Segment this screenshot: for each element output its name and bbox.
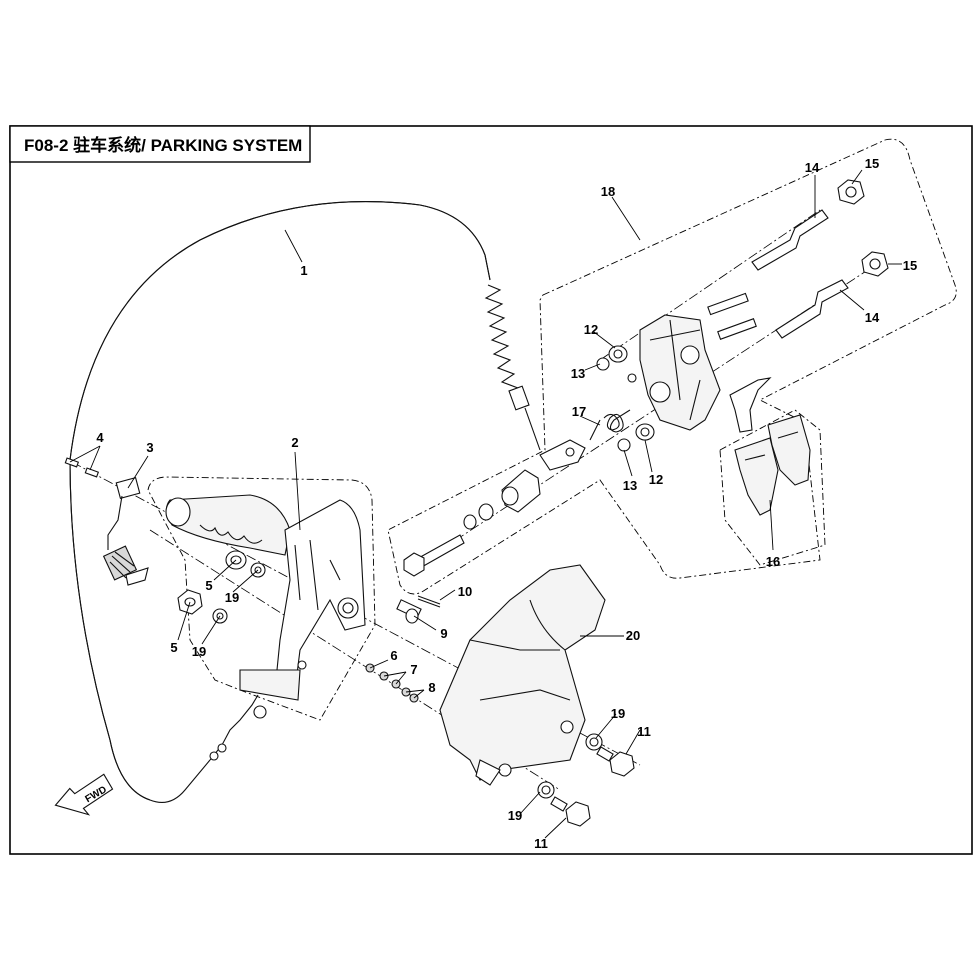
cable-spring: [484, 284, 519, 389]
callout-2: 2: [291, 435, 298, 450]
callout-14-lower: 14: [865, 310, 880, 325]
group-outline-16: [719, 409, 826, 566]
piston-seals: [463, 503, 494, 530]
callout-1: 1: [300, 263, 307, 278]
bushing-12-lower: [635, 423, 655, 441]
callout-19-bolt-lower: 19: [508, 808, 522, 823]
callout-11-upper: 11: [637, 724, 651, 739]
callout-13-upper: 13: [571, 366, 585, 381]
callout-numbers: 1 2 3 4 5 5 6 7 8 9 10 11 11 12 12 13 13…: [96, 156, 917, 851]
dust-cap-15-lower: [861, 251, 889, 277]
brake-pads: [734, 414, 811, 516]
callout-5-upper: 5: [205, 578, 212, 593]
caliper-slide-pins: [707, 292, 757, 340]
dust-cap-15-upper: [837, 179, 865, 205]
callout-18: 18: [601, 184, 615, 199]
callout-17: 17: [572, 404, 586, 419]
callout-19-upper: 19: [225, 590, 239, 605]
actuator-piston: [501, 469, 541, 513]
callout-5-lower: 5: [170, 640, 177, 655]
clip-13-lower: [617, 438, 631, 452]
cotter-pin: [417, 595, 441, 608]
flange-bolt-upper: [596, 746, 635, 777]
callout-4: 4: [96, 430, 104, 445]
callout-leaders: [69, 169, 902, 839]
callout-8: 8: [428, 680, 435, 695]
caliper-body: [639, 314, 721, 431]
clip-13-upper: [596, 357, 610, 371]
washer-19-bolt-lower: [537, 781, 555, 799]
callout-3: 3: [146, 440, 153, 455]
handbrake-lever: [165, 494, 366, 701]
guide-pin-14-upper: [751, 209, 829, 271]
callout-19-bolt-upper: 19: [611, 706, 625, 721]
callout-12-upper: 12: [584, 322, 598, 337]
callout-19-lower: 19: [192, 644, 206, 659]
callout-13-lower: 13: [623, 478, 637, 493]
callout-14-upper: 14: [805, 160, 820, 175]
callout-15-lower: 15: [903, 258, 917, 273]
guide-pin-14-lower: [775, 279, 849, 339]
switch-screws: [64, 457, 100, 478]
callout-16: 16: [766, 554, 780, 569]
callout-20: 20: [626, 628, 640, 643]
title-box: [9, 125, 311, 163]
alignment-axis-caliper-upper: [599, 209, 821, 361]
caliper-bolt: [403, 534, 465, 577]
actuator-lever: [539, 439, 586, 471]
bushing-12-upper: [608, 345, 628, 363]
flange-bolt-lower: [550, 796, 591, 827]
pad-spring-clip: [729, 377, 772, 433]
group-outline-18: [387, 138, 957, 595]
callout-7: 7: [410, 662, 417, 677]
callout-11-lower: 11: [534, 836, 548, 851]
callout-10: 10: [458, 584, 472, 599]
diagram-title: F08-2 驻车系统/ PARKING SYSTEM: [24, 135, 302, 155]
callout-12-lower: 12: [649, 472, 663, 487]
small-ring: [627, 373, 637, 383]
forward-arrow-icon: FWD: [54, 773, 114, 816]
diagram-frame: [9, 125, 973, 855]
parking-switch: [102, 477, 149, 586]
brake-cable: [69, 201, 541, 803]
washer-19-bolt-upper: [585, 733, 603, 751]
callout-9: 9: [440, 626, 447, 641]
callout-15-upper: 15: [865, 156, 879, 171]
return-spring: [589, 409, 631, 441]
callout-6: 6: [390, 648, 397, 663]
pivot-pin: [396, 599, 422, 624]
lever-cover: [439, 564, 606, 786]
